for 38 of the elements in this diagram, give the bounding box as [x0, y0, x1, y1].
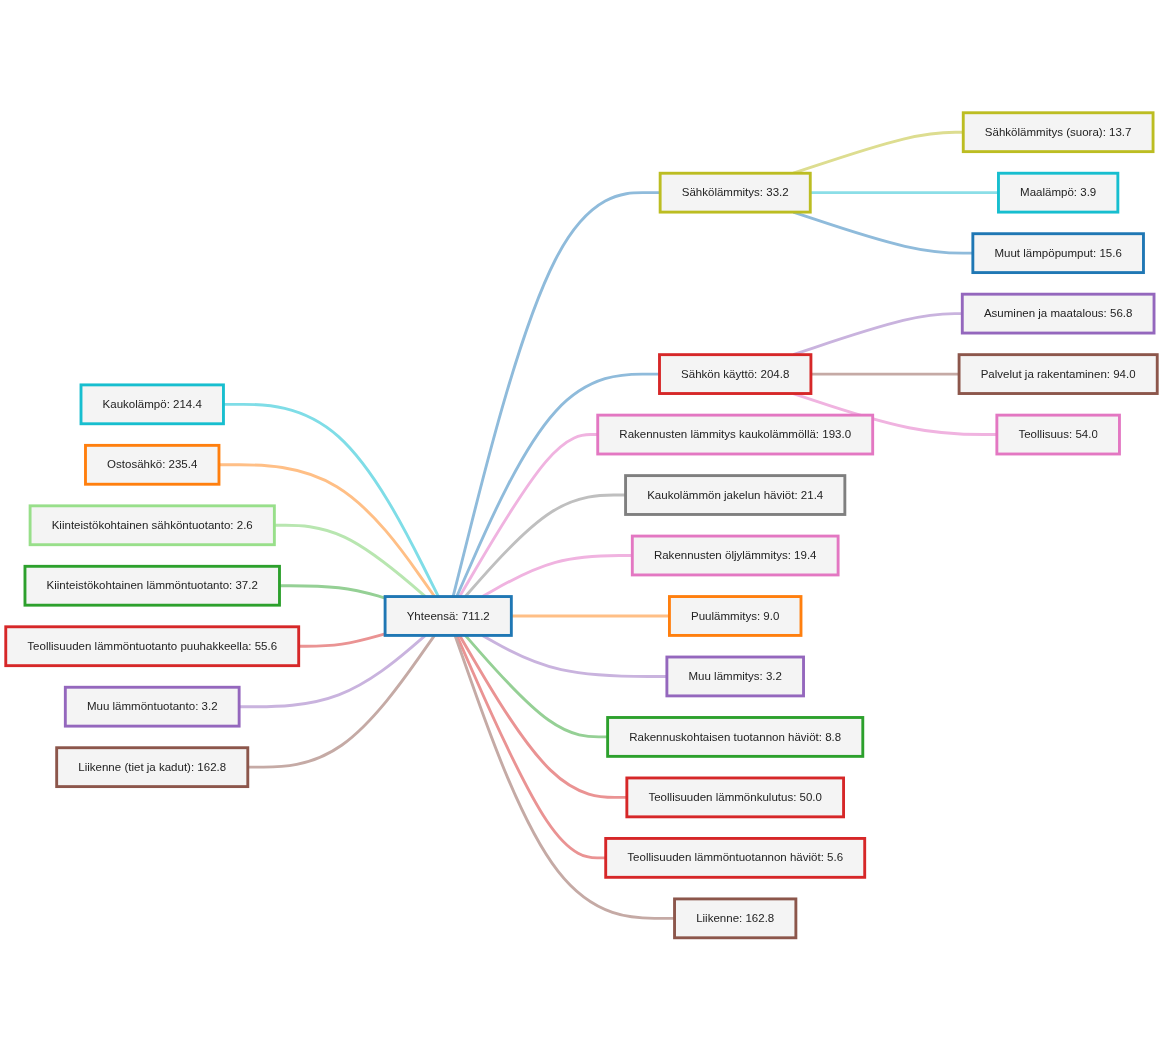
connector [458, 432, 598, 597]
node-box: Muut lämpöpumput: 15.6 [971, 232, 1145, 274]
connector [455, 372, 660, 597]
node-box: Puulämmitys: 9.0 [668, 594, 803, 637]
connector [219, 463, 436, 598]
connector [279, 584, 386, 600]
node-box: Ostosähkö: 235.4 [84, 443, 221, 486]
node-box: Sähkön käyttö: 204.8 [658, 352, 813, 395]
node-box: Rakennusten öljylämmitys: 19.4 [630, 534, 840, 577]
connector [223, 402, 440, 597]
node-box: Palvelut ja rakentaminen: 94.0 [957, 352, 1159, 395]
node-box: Kaukolämmön jakelun häviöt: 21.4 [624, 473, 847, 516]
node-box: Muu lämmitys: 3.2 [665, 655, 805, 698]
node-box: Kiinteistökohtainen lämmöntuotanto: 37.2 [23, 564, 281, 607]
node-box: Yhteensä: 711.2 [383, 594, 513, 637]
connector [810, 372, 960, 376]
connector [451, 190, 661, 597]
node-box: Sähkölämmitys: 33.2 [658, 171, 812, 214]
node-box: Liikenne (tiet ja kadut): 162.8 [55, 746, 250, 788]
node-box: Asuminen ja maatalous: 56.8 [960, 292, 1156, 335]
node-box: Kiinteistökohtainen sähköntuotanto: 2.6 [28, 504, 276, 546]
connector [511, 614, 670, 618]
node-box: Rakennuskohtaisen tuotannon häviöt: 8.8 [606, 715, 865, 758]
node-box: Sähkölämmitys (suora): 13.7 [961, 111, 1155, 153]
node-box: Rakennusten lämmitys kaukolämmöllä: 193.0 [596, 413, 875, 456]
connector [810, 190, 999, 194]
node-box: Kaukolämpö: 214.4 [79, 383, 225, 425]
connector [274, 523, 427, 598]
connector [247, 634, 436, 769]
node-box: Teollisuuden lämmöntuotanto puuhakkeella: 55.6 [4, 625, 301, 667]
node-box: Muu lämmöntuotanto: 3.2 [63, 685, 241, 728]
connector [239, 634, 427, 708]
node-box: Teollisuuden lämmöntuotannon häviöt: 5.6 [604, 836, 867, 879]
node-box: Teollisuuden lämmönkulutus: 50.0 [625, 776, 845, 818]
connector [298, 632, 386, 648]
node-box: Maalämpö: 3.9 [997, 171, 1120, 214]
node-box: Liikenne: 162.8 [673, 897, 798, 939]
node-box: Teollisuus: 54.0 [995, 413, 1121, 456]
